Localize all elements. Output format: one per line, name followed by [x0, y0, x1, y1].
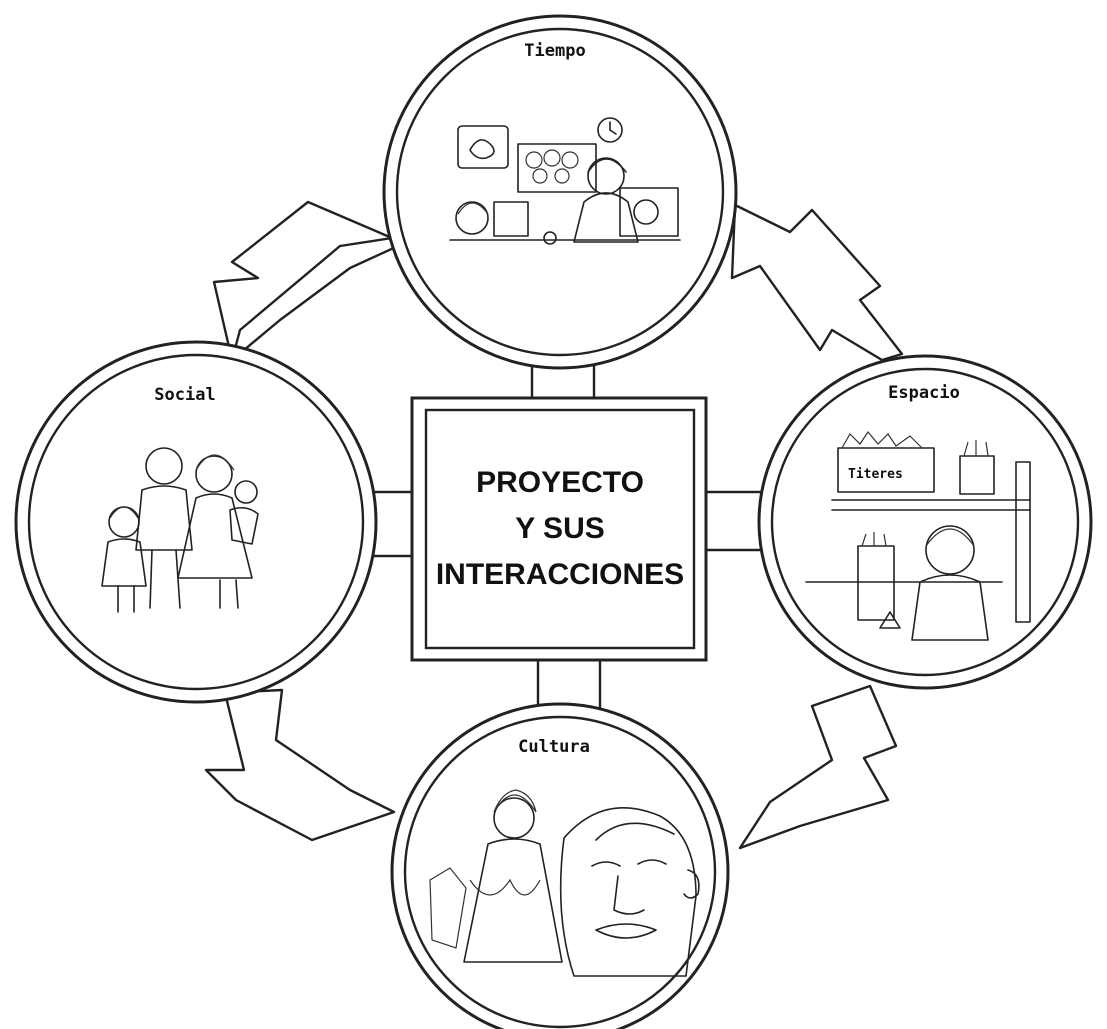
- node-espacio: Espacio Titeres: [757, 354, 1093, 690]
- espacio-sign-text: Titeres: [848, 467, 903, 482]
- classroom-illustration: [449, 117, 681, 245]
- node-tiempo: Tiempo: [382, 14, 738, 370]
- node-label-social: Social: [154, 385, 215, 405]
- olmec-head-illustration: [429, 789, 700, 977]
- node-social: Social: [14, 340, 378, 704]
- arrow-bottom-left: [204, 688, 396, 842]
- center-box: PROYECTO Y SUS INTERACCIONES: [410, 396, 708, 662]
- family-illustration: [101, 447, 259, 613]
- center-title-line-2: Y SUS: [515, 512, 605, 545]
- connector-right: [704, 490, 770, 552]
- classroom-shelf-illustration: Titeres: [805, 430, 1031, 641]
- node-cultura: Cultura: [390, 702, 730, 1029]
- center-title-line-1: PROYECTO: [476, 466, 644, 499]
- node-label-espacio: Espacio: [888, 383, 960, 403]
- arrow-top-right: [730, 203, 904, 362]
- center-title-line-3: INTERACCIONES: [436, 558, 684, 591]
- node-label-tiempo: Tiempo: [524, 41, 585, 61]
- arrow-bottom-right: [738, 684, 898, 850]
- arrow-top-left: [212, 200, 400, 362]
- node-label-cultura: Cultura: [518, 737, 590, 757]
